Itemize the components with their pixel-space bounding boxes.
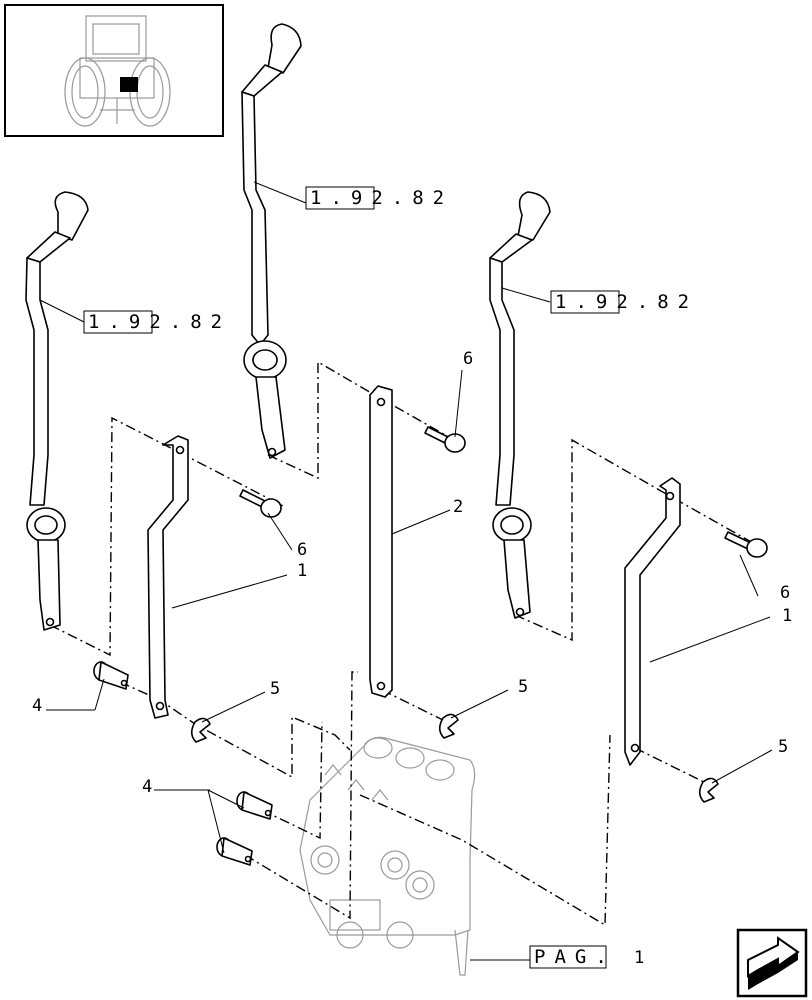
clip-right (698, 777, 719, 803)
screw-right (724, 531, 768, 558)
reference-text-right: 1.92.82 (555, 291, 698, 313)
item-number-4-top: 4 (32, 696, 42, 716)
pin-lower (216, 837, 253, 866)
page-number: 1 (634, 948, 644, 968)
lever-handle-center (241, 23, 302, 459)
pin-upper (93, 661, 129, 690)
item-number-1-right: 1 (782, 606, 792, 626)
link-rod-left (147, 435, 189, 719)
next-page-arrow-icon[interactable] (736, 928, 808, 998)
page-label-text: PAG. (534, 946, 616, 968)
screw-center (424, 426, 466, 453)
lever-handle-right (489, 191, 551, 619)
screw-left (239, 489, 282, 518)
item-number-6-left: 6 (297, 540, 307, 560)
item-number-5-mid: 5 (518, 677, 528, 697)
item-number-2: 2 (453, 497, 463, 517)
reference-box-left: 1.92.82 (83, 310, 231, 334)
locator-marker (120, 77, 138, 92)
leader-lines (39, 181, 773, 961)
item-number-6-right: 6 (780, 583, 790, 603)
link-rod-center (369, 385, 393, 698)
pin-middle (236, 791, 273, 820)
reference-box-center: 1.92.82 (305, 186, 453, 210)
reference-box-right: 1.92.82 (550, 290, 698, 314)
page-label-box: PAG. 1 (529, 945, 644, 969)
clip-center (438, 713, 459, 739)
clip-left (190, 717, 211, 743)
locator-thumbnail (4, 4, 224, 137)
control-valve-ghost (299, 736, 476, 976)
item-number-5-right: 5 (778, 737, 788, 757)
item-number-1-left: 1 (297, 561, 307, 581)
link-rod-right (624, 477, 681, 766)
item-number-4-bottom: 4 (142, 777, 152, 797)
item-number-5-left: 5 (270, 679, 280, 699)
reference-text-center: 1.92.82 (310, 187, 453, 209)
item-number-6-top: 6 (463, 349, 473, 369)
reference-text-left: 1.92.82 (88, 311, 231, 333)
lever-handle-left (25, 191, 89, 631)
